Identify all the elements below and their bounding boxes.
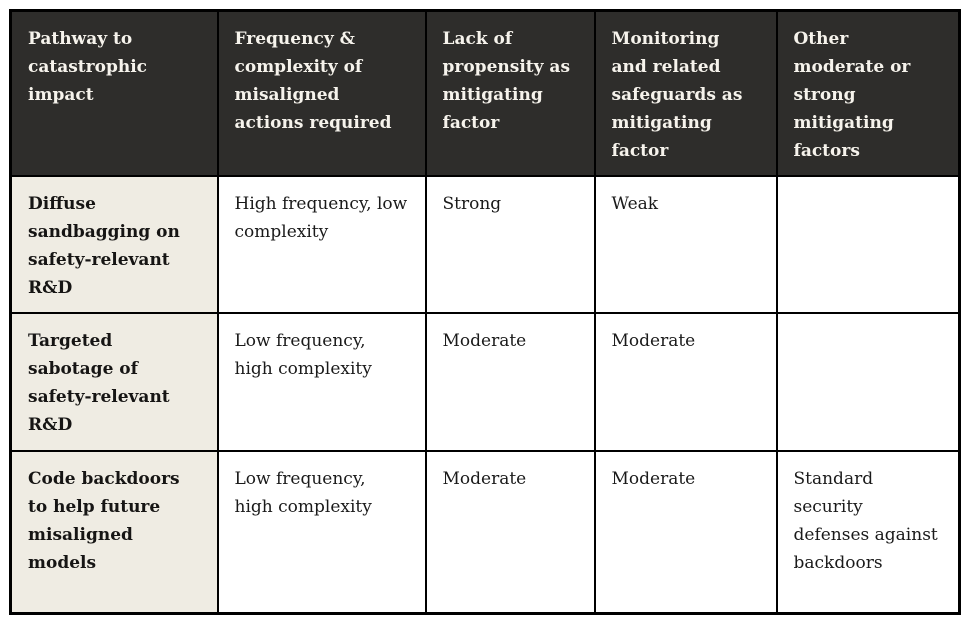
row-header-pathway: Diffuse sandbagging on safety-relevant R… — [9, 175, 219, 314]
cell-frequency-complexity: Low frequency, high complexity — [216, 312, 427, 452]
table-row-diffuse-sandbagging: Diffuse sandbagging on safety-relevant R… — [9, 175, 961, 314]
table-header-row: Pathway to catastrophic impact Frequency… — [9, 9, 961, 177]
row-header-pathway: Code backdoors to help future misaligned… — [9, 450, 219, 614]
cell-monitoring: Moderate — [593, 312, 778, 452]
col-header-monitoring: Monitoring and related safeguards as mit… — [593, 9, 778, 177]
cell-propensity: Strong — [424, 175, 596, 314]
col-header-frequency-complexity: Frequency & complexity of misaligned act… — [216, 9, 427, 177]
col-header-propensity: Lack of propensity as mitigating factor — [424, 9, 596, 177]
cell-other-mitigations — [775, 175, 961, 314]
table-row-targeted-sabotage: Targeted sabotage of safety-relevant R&D… — [9, 312, 961, 452]
cell-frequency-complexity: High frequency, low complexity — [216, 175, 427, 314]
pathway-mitigations-table: Pathway to catastrophic impact Frequency… — [9, 9, 961, 615]
cell-other-mitigations — [775, 312, 961, 452]
cell-monitoring: Moderate — [593, 450, 778, 614]
cell-other-mitigations: Standard security defenses against backd… — [775, 450, 961, 614]
cell-monitoring: Weak — [593, 175, 778, 314]
table-row-code-backdoors: Code backdoors to help future misaligned… — [9, 450, 961, 614]
cell-propensity: Moderate — [424, 312, 596, 452]
cell-frequency-complexity: Low frequency, high complexity — [216, 450, 427, 614]
col-header-pathway: Pathway to catastrophic impact — [9, 9, 219, 177]
cell-propensity: Moderate — [424, 450, 596, 614]
col-header-other-mitigations: Other moderate or strong mitigating fact… — [775, 9, 961, 177]
row-header-pathway: Targeted sabotage of safety-relevant R&D — [9, 312, 219, 452]
